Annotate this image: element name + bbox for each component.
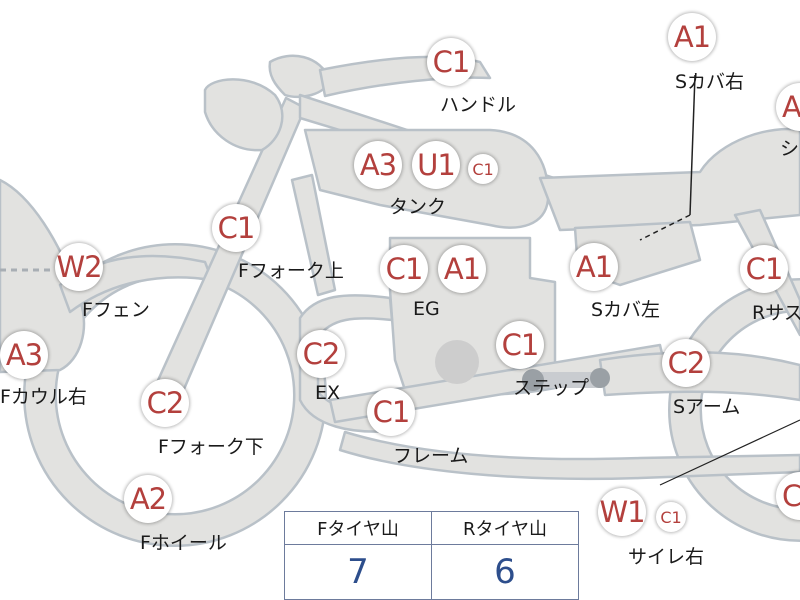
grade-badge-tank-u: U1 <box>412 141 460 189</box>
label-seat: シ <box>780 138 800 160</box>
label-handle: ハンドル <box>440 94 517 116</box>
label-step: ステップ <box>513 377 590 399</box>
grade-badge-side-cover-left: A1 <box>570 243 618 291</box>
engine-cover-shape <box>435 340 479 384</box>
label-silencer-right: サイレ右 <box>628 546 705 568</box>
grade-badge-fork-upper: C1 <box>212 204 260 252</box>
grade-badge-engine: C1 <box>380 245 428 293</box>
label-frame: フレーム <box>393 445 469 467</box>
grade-badge-front-wheel: A2 <box>124 475 172 523</box>
leader-line-side-cover <box>689 74 696 216</box>
header-front-tire: Fタイヤ山 <box>284 511 432 545</box>
label-front-wheel: Fホイール <box>140 532 227 554</box>
label-side-cover-left: Sカバ左 <box>591 299 661 321</box>
seat-shape <box>538 127 800 232</box>
grade-badge-side-cover-right: A1 <box>668 13 716 61</box>
grade-badge-rear-suspension: C1 <box>740 245 788 293</box>
grade-badge-tank-small: C1 <box>468 154 498 184</box>
value-rear-tire: 6 <box>431 544 579 600</box>
grade-badge-front-fender: W2 <box>55 243 103 291</box>
grade-badge-engine-2: A1 <box>438 245 486 293</box>
label-exhaust: EX <box>315 382 341 404</box>
label-swing-arm: Sアーム <box>673 396 741 418</box>
grade-badge-tank: A3 <box>354 141 402 189</box>
label-front-cowl-right: Fカウル右 <box>0 386 87 408</box>
grade-badge-frame: C1 <box>367 388 415 436</box>
grade-badge-exhaust: C2 <box>297 330 345 378</box>
grade-badge-silencer-small: C1 <box>656 502 686 532</box>
label-fork-upper: Fフォーク上 <box>238 260 344 282</box>
grade-badge-step: C1 <box>496 321 544 369</box>
grade-badge-front-cowl-right: A3 <box>0 331 48 379</box>
grade-badge-fork-lower: C2 <box>141 379 189 427</box>
label-rear-suspension: Rサス <box>752 302 800 324</box>
value-front-tire: 7 <box>284 544 432 600</box>
label-engine: EG <box>413 298 440 320</box>
label-side-cover-right: Sカバ右 <box>675 71 745 93</box>
grade-badge-handle: C1 <box>427 38 475 86</box>
label-tank: タンク <box>389 196 447 218</box>
header-rear-tire: Rタイヤ山 <box>431 511 579 545</box>
leader-line-silencer <box>659 419 800 486</box>
label-fork-lower: Fフォーク下 <box>158 436 264 458</box>
tire-tread-table: Fタイヤ山 Rタイヤ山 7 6 <box>284 511 579 600</box>
headlight-shape <box>203 78 284 152</box>
grade-badge-swing-arm: C2 <box>662 339 710 387</box>
step-shape <box>525 372 607 388</box>
grade-badge-silencer-right: W1 <box>598 488 646 536</box>
label-front-fender: Fフェン <box>82 299 150 321</box>
